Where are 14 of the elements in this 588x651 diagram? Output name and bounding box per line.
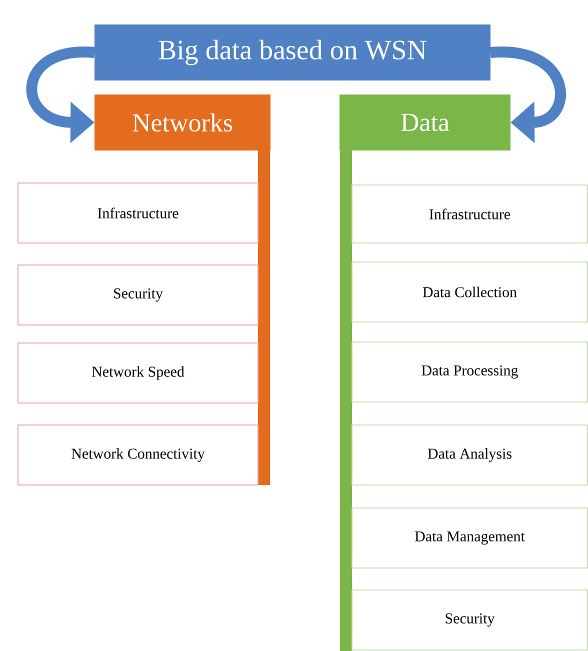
header-box: Networks	[94, 94, 270, 150]
item-box: Network Speed	[18, 342, 258, 404]
title-banner: Big data based on WSN	[94, 24, 490, 80]
item-box: Security	[352, 590, 588, 650]
item-box: Security	[18, 264, 258, 326]
item-box: Infrastructure	[18, 182, 258, 244]
item-box: Network Connectivity	[18, 424, 258, 486]
curved-arrow	[490, 46, 566, 144]
header-box: Data	[340, 94, 510, 150]
item-box: Infrastructure	[352, 184, 588, 244]
item-box: Data Collection	[352, 262, 588, 322]
item-box: Data Analysis	[352, 424, 588, 486]
item-box: Data Processing	[352, 342, 588, 402]
item-box: Data Management	[352, 508, 588, 568]
